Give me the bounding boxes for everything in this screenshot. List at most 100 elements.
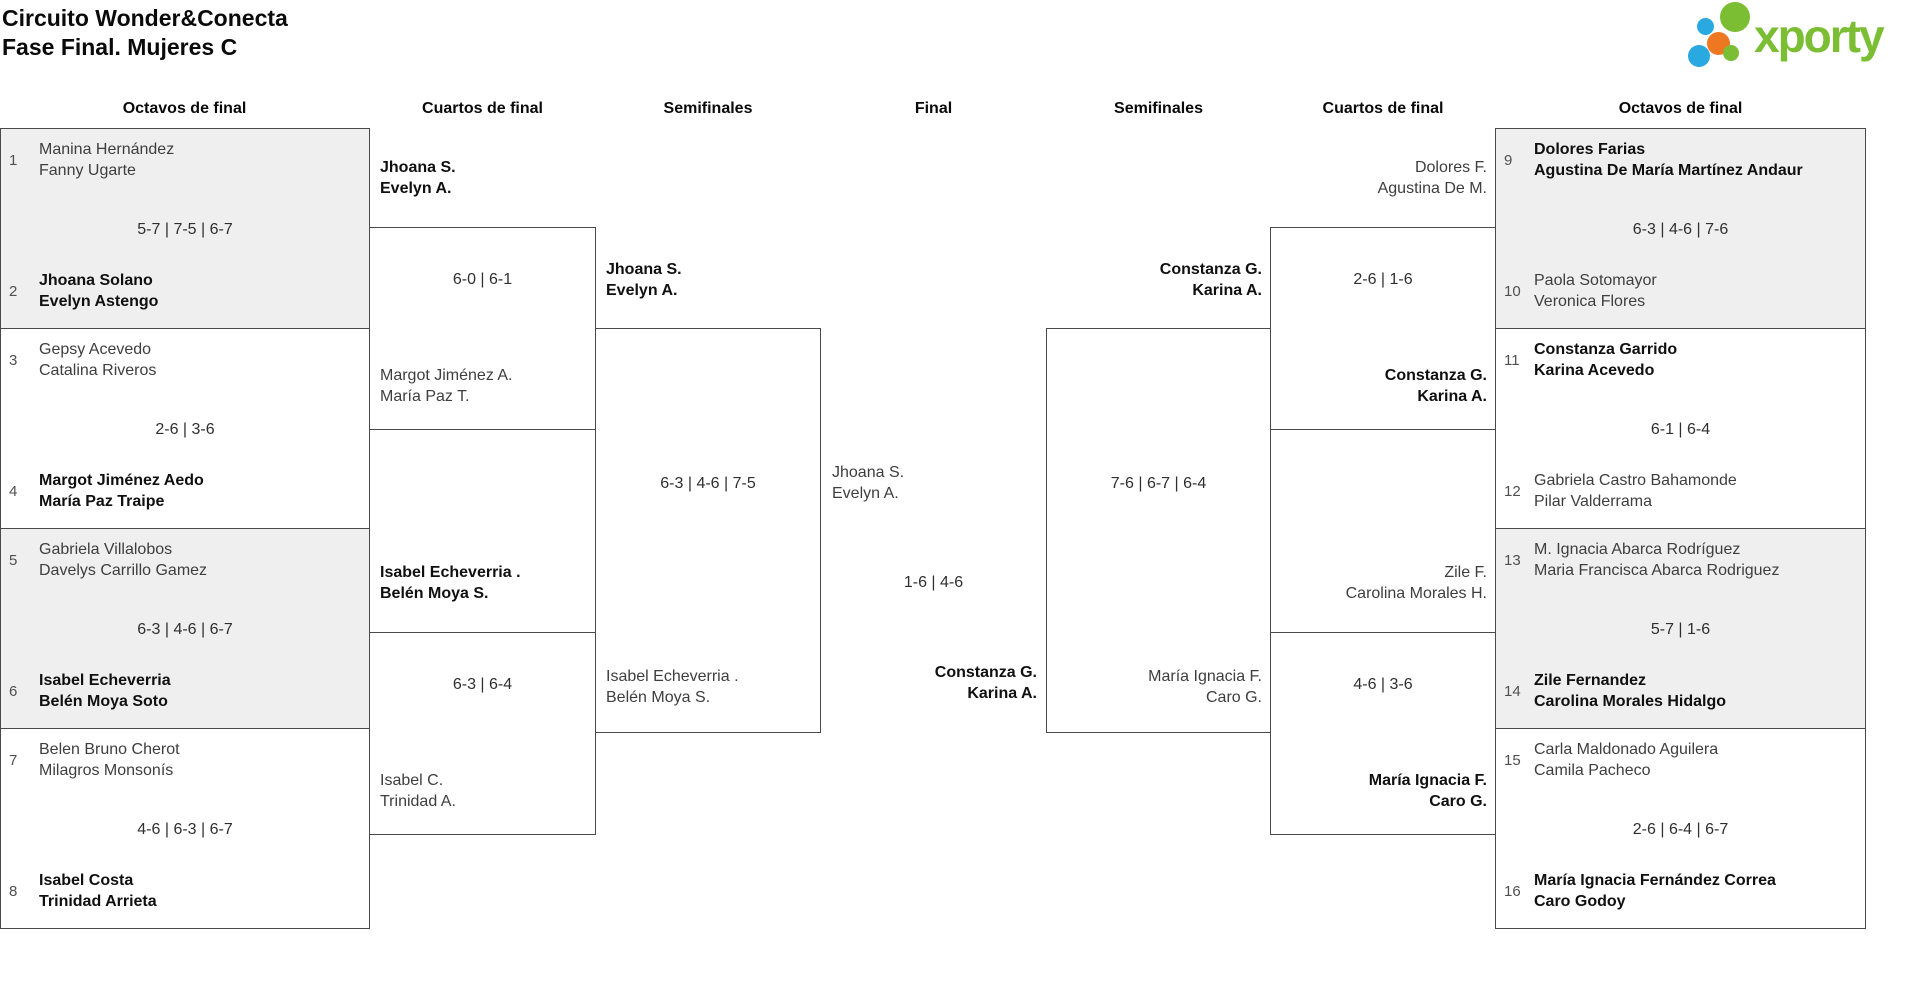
player-name: Constanza G. [934, 664, 1037, 681]
logo-dot-blue-small-icon [1697, 18, 1714, 35]
player-name: Isabel Echeverria . [380, 564, 521, 581]
xporty-logo[interactable]: xporty [1688, 0, 1920, 80]
sf-team-winner: Jhoana S. Evelyn A. [606, 259, 682, 301]
seed-number: 14 [1504, 682, 1521, 700]
qf-team-winner: Constanza G. Karina A. [1385, 365, 1487, 407]
player-name: María Ignacia F. [1368, 772, 1487, 789]
player-name: Zile Fernandez [1534, 672, 1647, 689]
seed-number: 9 [1504, 151, 1513, 169]
player-name: Caro G. [1205, 689, 1262, 706]
final-team-winner: Constanza G. Karina A. [935, 662, 1037, 704]
player-name: Carolina Morales H. [1345, 585, 1487, 602]
seed-number: 11 [1504, 351, 1520, 369]
player-name: Jhoana S. [606, 261, 682, 278]
player-name: Belén Moya Soto [39, 693, 168, 710]
match-score: 2-6 | 6-4 | 6-7 [1632, 821, 1729, 838]
player-name: Isabel Costa [39, 872, 134, 889]
player-name: Fanny Ugarte [39, 162, 136, 179]
seed-number: 13 [1504, 551, 1521, 569]
player-name: Karina A. [1417, 388, 1487, 405]
player-name: Evelyn Astengo [39, 293, 159, 310]
match-score: 6-3 | 4-6 | 7-5 [660, 475, 756, 492]
player-name: Karina A. [1192, 282, 1262, 299]
logo-wordmark: xporty [1754, 10, 1885, 62]
seed-number: 7 [9, 751, 18, 769]
player-name: Davelys Carrillo Gamez [39, 562, 208, 579]
player-name: Trinidad A. [380, 793, 456, 810]
player-name: Caro Godoy [1534, 893, 1626, 910]
match-score: 4-6 | 6-3 | 6-7 [137, 821, 233, 838]
sf-team: Isabel Echeverria . Belén Moya S. [606, 666, 739, 708]
qf-team: Isabel C. Trinidad A. [380, 770, 456, 812]
final-team: Jhoana S. Evelyn A. [832, 462, 904, 504]
match-score: 6-3 | 4-6 | 7-6 [1632, 221, 1729, 238]
match-box-qf-3: Dolores F.Agustina De M. 2-6 | 1-6 Const… [1270, 159, 1496, 430]
qf-team: Margot Jiménez A. María Paz T. [380, 365, 513, 407]
seed-number: 8 [9, 882, 18, 900]
sf-team-winner: Constanza G. Karina A. [1160, 259, 1262, 301]
player-name: Jhoana S. [832, 464, 905, 481]
player-name: Dolores Farias [1534, 141, 1646, 158]
player-name: Carla Maldonado Aguilera [1534, 741, 1719, 758]
player-name: Trinidad Arrieta [39, 893, 157, 910]
seed-number: 6 [9, 682, 18, 700]
player-name: Margot Jiménez A. [380, 367, 513, 384]
match-box-sf-2: Constanza G.Karina A. 7-6 | 6-7 | 6-4 Ma… [1046, 261, 1271, 733]
match-score: 1-6 | 4-6 [903, 574, 964, 591]
player-name: Caro G. [1429, 793, 1487, 810]
match-box-qf-1: Jhoana S.Evelyn A. 6-0 | 6-1 Margot Jimé… [369, 159, 596, 430]
player-name: Paola Sotomayor [1534, 272, 1657, 289]
player-name: Isabel Echeverria . [606, 668, 739, 685]
qf-team-winner: Jhoana S.Evelyn A. [380, 157, 456, 199]
player-name: Carolina Morales Hidalgo [1534, 693, 1727, 710]
player-name: Gabriela Villalobos [39, 541, 173, 558]
page-title: Circuito Wonder&Conecta Fase Final. Muje… [2, 4, 288, 62]
seed-number: 12 [1504, 482, 1521, 500]
match-score: 6-0 | 6-1 [452, 271, 513, 288]
player-name: Evelyn A. [606, 282, 678, 299]
match-box-qf-2: Isabel Echeverria .Belén Moya S. 6-3 | 6… [369, 564, 596, 835]
sf-team: María Ignacia F.Caro G. [1148, 666, 1262, 708]
qf-team: Zile F.Carolina Morales H. [1346, 562, 1487, 604]
player-name: Belén Moya S. [380, 585, 489, 602]
player-name: Camila Pacheco [1534, 762, 1651, 779]
seed-number: 1 [9, 151, 18, 169]
player-name: Isabel C. [380, 772, 444, 789]
player-name: Constanza G. [1159, 261, 1262, 278]
player-name: Jhoana Solano [39, 272, 153, 289]
player-name: Belén Moya S. [606, 689, 711, 706]
player-name: Manina Hernández [39, 141, 175, 158]
player-name: Karina A. [967, 685, 1037, 702]
logo-dot-green-small-icon [1723, 45, 1739, 61]
seed-number: 3 [9, 351, 18, 369]
round-header-cuartos-left: Cuartos de final [422, 100, 543, 117]
player-name: Pilar Valderrama [1534, 493, 1652, 510]
player-name: María Paz T. [380, 388, 470, 405]
player-name: Evelyn A. [832, 485, 899, 502]
seed-number: 5 [9, 551, 18, 569]
player-name: Constanza Garrido [1534, 341, 1678, 358]
player-name: Agustina De M. [1377, 180, 1487, 197]
player-name: Gepsy Acevedo [39, 341, 152, 358]
tournament-name: Circuito Wonder&Conecta [2, 5, 288, 31]
final-match: Jhoana S. Evelyn A. 1-6 | 4-6 Constanza G… [821, 328, 1046, 733]
match-score: 6-3 | 4-6 | 6-7 [137, 621, 233, 638]
seed-number: 4 [9, 482, 18, 500]
player-name: Constanza G. [1384, 367, 1487, 384]
